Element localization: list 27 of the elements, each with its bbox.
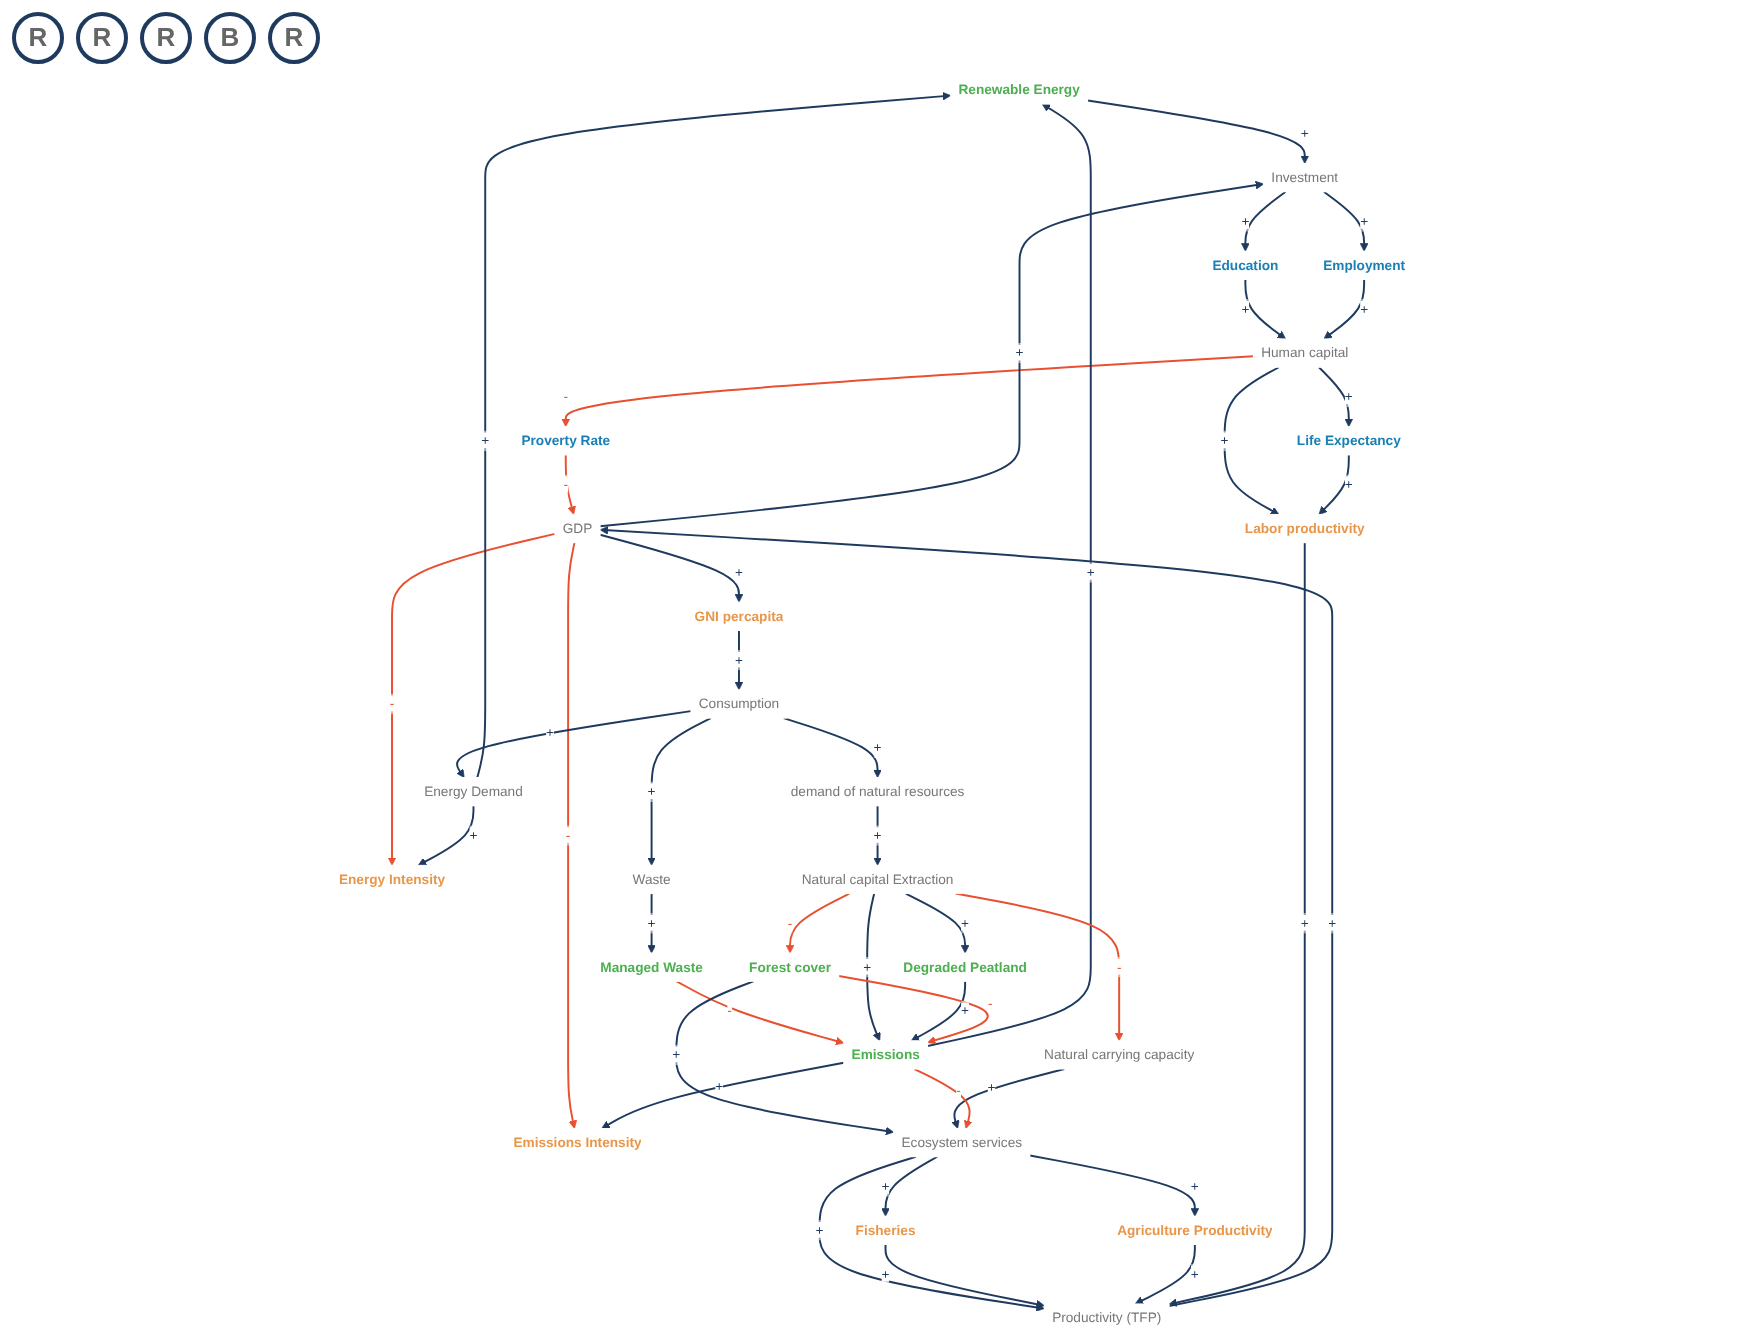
- arrow: [837, 975, 989, 1045]
- arrow: [913, 1068, 973, 1129]
- loop-marker: R: [140, 12, 192, 64]
- arrow: [884, 1243, 1045, 1309]
- arrow: [1244, 278, 1286, 340]
- loop-marker: R: [268, 12, 320, 64]
- arrow: [675, 980, 845, 1046]
- arrow: [818, 1155, 1045, 1312]
- loop-marker: B: [204, 12, 256, 64]
- arrow: [1323, 278, 1366, 340]
- arrow: [1318, 454, 1350, 515]
- arrow: [951, 1068, 1066, 1129]
- arrow: [926, 103, 1092, 1047]
- arrow: [455, 710, 692, 778]
- arrow: [1168, 541, 1306, 1307]
- arrow: [599, 526, 1334, 1307]
- arrow: [476, 91, 952, 779]
- arrow: [601, 1061, 845, 1129]
- arrow: [866, 892, 881, 1042]
- arrow: [417, 804, 475, 866]
- loop-marker: R: [12, 12, 64, 64]
- arrow: [675, 980, 895, 1136]
- arrow: [910, 980, 967, 1042]
- loop-marker: R: [76, 12, 128, 64]
- arrow: [599, 180, 1264, 528]
- arrow: [1223, 366, 1280, 515]
- arrow: [1134, 1243, 1196, 1305]
